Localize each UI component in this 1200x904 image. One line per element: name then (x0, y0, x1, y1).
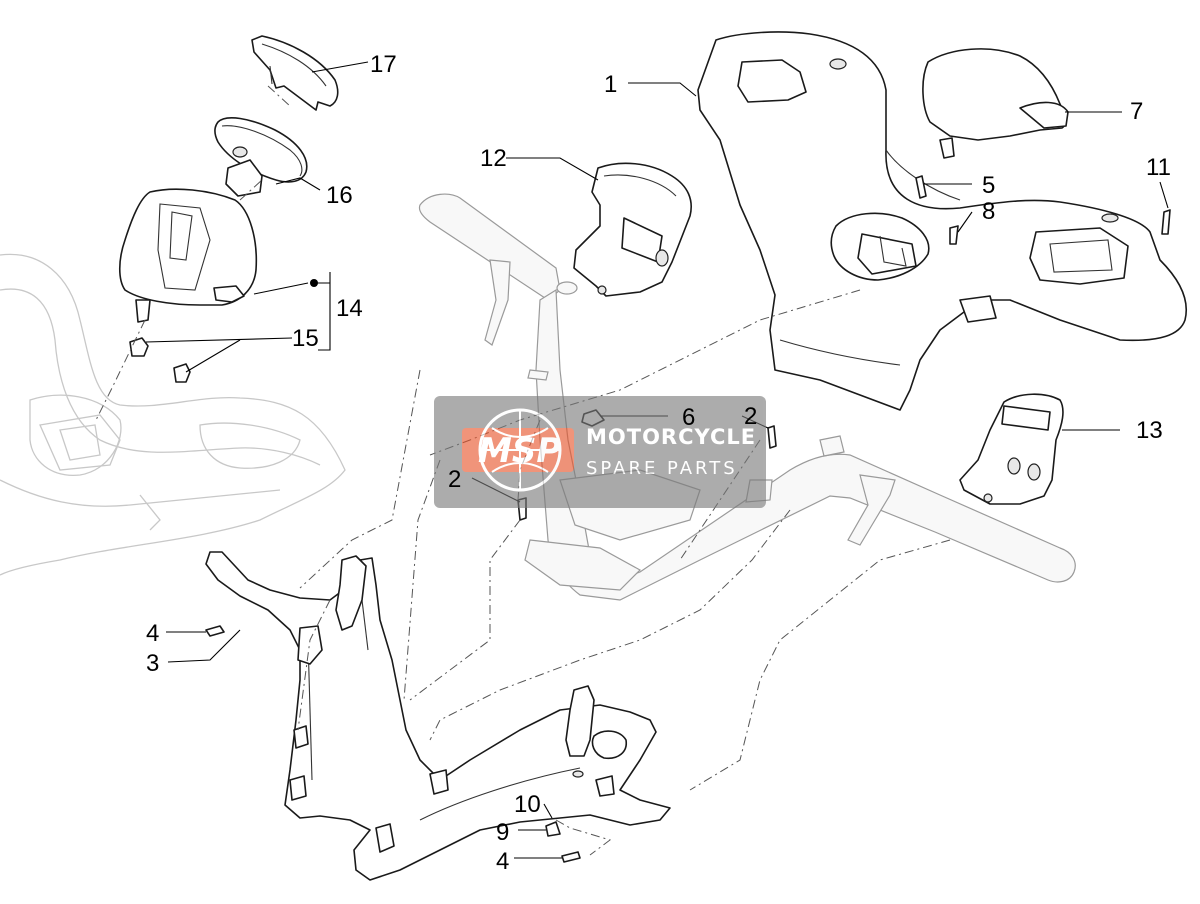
callout-5: 5 (982, 172, 995, 199)
watermark-line2: SPARE PARTS (586, 458, 738, 479)
part-15-clips (129, 337, 191, 383)
callout-2-left: 2 (448, 466, 461, 493)
part-12-left-switch-housing (573, 162, 692, 297)
callout-11: 11 (1146, 154, 1171, 181)
watermark: MSP MOTORCYCLE SPARE PARTS (434, 396, 766, 508)
callout-3: 3 (146, 650, 159, 677)
callout-9: 9 (496, 819, 509, 846)
ghost-mount-bracket (39, 414, 121, 471)
callout-16: 16 (326, 182, 353, 209)
callout-12: 12 (480, 145, 507, 172)
part-17-upper-cap (251, 35, 339, 111)
leader-dot (310, 279, 318, 287)
watermark-panel (434, 396, 766, 508)
callout-1: 1 (604, 71, 617, 98)
watermark-line1: MOTORCYCLE (586, 425, 756, 449)
ghost-scooter-body (0, 253, 346, 576)
callout-4-lower: 4 (496, 848, 509, 875)
callout-labels: 1 2 2 3 4 4 5 6 7 8 9 10 11 12 13 14 15 … (146, 51, 1171, 875)
callout-14: 14 (336, 295, 363, 322)
callout-4-upper: 4 (146, 620, 159, 647)
part-3-front-handlebar-cover (205, 551, 671, 881)
watermark-logo-text: MSP (478, 431, 561, 471)
callout-6: 6 (682, 404, 695, 431)
part-14-front-shell (118, 188, 258, 323)
callout-8: 8 (982, 198, 995, 225)
callout-17: 17 (370, 51, 397, 78)
callout-13: 13 (1136, 417, 1163, 444)
callout-7: 7 (1130, 98, 1143, 125)
callout-15: 15 (292, 325, 319, 352)
part-16-dome-cover (214, 117, 308, 197)
part-7-top-cap (922, 48, 1069, 159)
part-1-rear-handlebar-cover (697, 31, 1187, 411)
callout-2-right: 2 (744, 403, 757, 430)
callout-10: 10 (514, 791, 541, 818)
part-13-right-switch-housing (959, 393, 1064, 505)
